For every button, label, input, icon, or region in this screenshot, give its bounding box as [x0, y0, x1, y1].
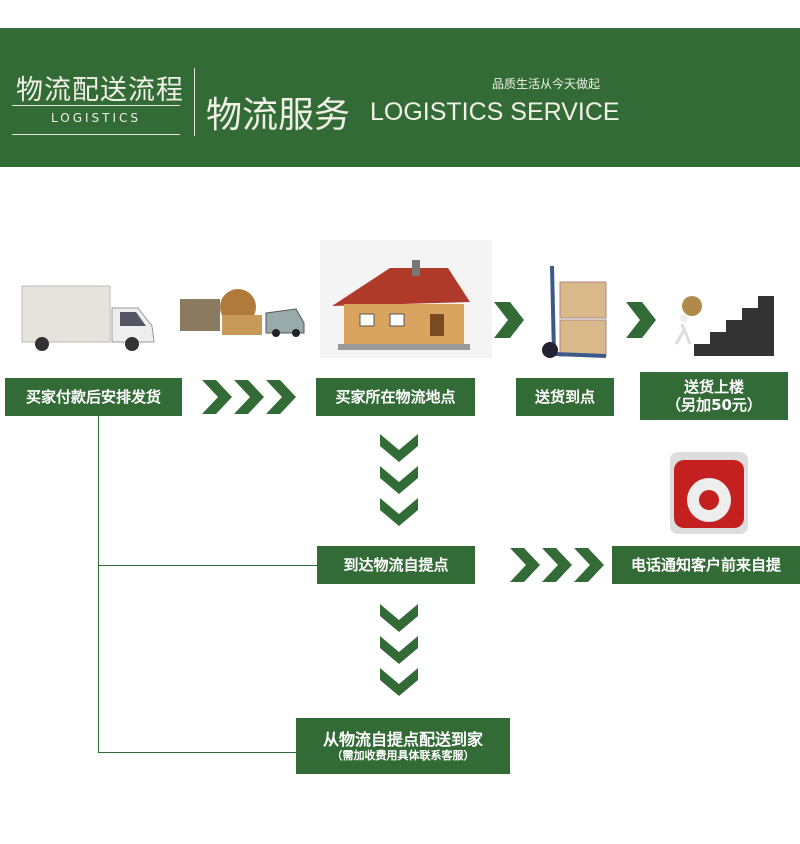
home-note: （需加收费用具体联系客服） — [331, 749, 475, 762]
connector-line — [98, 565, 317, 566]
connector-line — [98, 416, 99, 753]
main-title-en: LOGISTICS SERVICE — [370, 98, 620, 126]
slogan: 品质生活从今天做起 — [492, 77, 601, 91]
truck-icon — [21, 285, 155, 351]
house-icon — [320, 240, 492, 358]
hand-truck-icon — [542, 265, 607, 358]
phone-icon — [670, 452, 748, 534]
divider — [194, 68, 195, 136]
banner: 物流配送流程 LOGISTICS 物流服务 LOGISTICS SERVICE … — [0, 28, 800, 167]
step-ship: 买家付款后安排发货 — [5, 378, 182, 416]
connector-line — [98, 752, 296, 753]
stairs-icon — [674, 296, 774, 356]
triple-chevron-down-icon — [380, 434, 418, 526]
step-home: 从物流自提点配送到家 （需加收费用具体联系客服） — [296, 718, 510, 774]
divider — [12, 134, 180, 135]
home-label: 从物流自提点配送到家 — [322, 729, 483, 749]
left-title: 物流配送流程 — [16, 75, 184, 106]
cargo-icon — [180, 289, 305, 337]
upstairs-fee: （另加50元） — [666, 396, 762, 414]
step-notify: 电话通知客户前来自提 — [612, 546, 800, 584]
triple-chevron-right-icon — [510, 548, 604, 582]
step-pickup-point: 到达物流自提点 — [317, 546, 475, 584]
triple-chevron-right-icon — [202, 380, 296, 414]
step-upstairs: 送货上楼 （另加50元） — [640, 372, 788, 420]
triple-chevron-down-icon — [380, 604, 418, 696]
chevron-right-icon — [494, 302, 524, 338]
step-deliver-point: 送货到点 — [516, 378, 614, 416]
step-local: 买家所在物流地点 — [316, 378, 475, 416]
divider — [12, 105, 180, 106]
chevron-right-icon — [626, 302, 656, 338]
left-subtitle: LOGISTICS — [50, 111, 142, 125]
upstairs-label: 送货上楼 — [683, 378, 744, 396]
main-title-cn: 物流服务 — [206, 95, 351, 136]
